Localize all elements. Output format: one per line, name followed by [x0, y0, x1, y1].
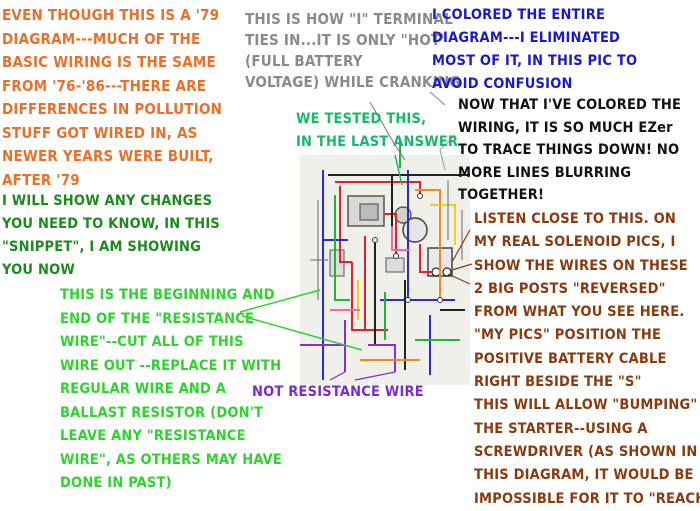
purple-annotation: NOT RESISTANCE WIRE — [252, 382, 424, 402]
annotation-line: AFTER '79 — [2, 170, 80, 189]
annotation-line: AVOID CONFUSION — [432, 76, 573, 92]
annotation-line: VOLTAGE) WHILE CRANKING — [245, 73, 461, 91]
blue-annotation: I COLORED THE ENTIRE DIAGRAM---I ELIMINAT… — [432, 4, 637, 96]
purple-wires — [300, 320, 396, 372]
purple-pointer-lines — [329, 371, 396, 381]
annotation-line: REGULAR WIRE AND A — [60, 381, 227, 397]
annotation-line: FROM WHAT YOU SEE HERE. — [474, 304, 685, 321]
green-wires — [334, 140, 460, 341]
annotation-line: NOW THAT I'VE COLORED THE — [458, 97, 682, 113]
annotation-line: 2 BIG POSTS "REVERSED" — [474, 280, 666, 297]
annotation-line: SCREWDRIVER (AS SHOWN IN — [474, 443, 698, 460]
black-annotation: NOW THAT I'VE COLORED THE WIRING, IT IS S… — [458, 94, 681, 207]
annotation-line: END OF THE "RESISTANCE — [60, 310, 255, 327]
annotation-line: DONE IN PAST) — [60, 475, 172, 491]
dark-green-annotation: I WILL SHOW ANY CHANGES YOU NEED TO KNOW,… — [2, 190, 220, 282]
connector-dots — [372, 193, 443, 303]
annotation-line: BASIC WIRING IS THE SAME — [2, 53, 216, 71]
annotation-line: LISTEN CLOSE TO THIS. ON — [474, 211, 677, 227]
teal-pointer-line — [394, 154, 403, 186]
teal-annotation: WE TESTED THIS, IN THE LAST ANSWER — [296, 108, 458, 154]
gray-detail-lines — [310, 180, 463, 300]
gray-pointer-line — [369, 101, 406, 161]
annotation-line: IMPOSSIBLE FOR IT TO "REACH") — [474, 490, 700, 507]
annotation-line: MOST OF IT, IN THIS PIC TO — [432, 53, 638, 69]
orange-wires — [360, 189, 441, 361]
annotation-line: WIRE", AS OTHERS MAY HAVE — [60, 451, 283, 468]
light-green-annotation: THIS IS THE BEGINNING AND END OF THE "RES… — [60, 284, 282, 496]
black-pointer-line — [439, 134, 456, 171]
annotation-line: MY REAL SOLENOID PICS, I — [474, 234, 676, 251]
brown-annotation: LISTEN CLOSE TO THIS. ON MY REAL SOLENOID… — [474, 208, 700, 511]
solenoid-post-1 — [431, 267, 441, 277]
fuse-panel-component — [385, 257, 405, 273]
annotation-line: YOU NOW — [2, 262, 75, 278]
annotation-line: WIRING, IT IS SO MUCH EZer — [458, 119, 673, 136]
annotation-line: I WILL SHOW ANY CHANGES — [2, 193, 213, 209]
annotation-line: POSITIVE BATTERY CABLE — [474, 350, 667, 367]
annotation-line: TOGETHER! — [458, 187, 545, 203]
annotation-line: FROM '76-'86---THERE ARE — [2, 76, 207, 95]
annotation-line: YOU NEED TO KNOW, IN THIS — [2, 216, 220, 232]
brown-pointer-lines — [447, 229, 473, 285]
red-wires — [335, 181, 432, 331]
blue-pointer-line — [429, 91, 446, 106]
annotation-line: DIFFERENCES IN POLLUTION — [2, 100, 223, 118]
annotation-line: BALLAST RESISTOR (DON'T — [60, 404, 264, 421]
annotation-line: I COLORED THE ENTIRE — [432, 7, 606, 23]
annotation-line: SHOW THE WIRES ON THESE — [474, 257, 688, 274]
annotation-line: NOT RESISTANCE WIRE — [252, 384, 424, 400]
annotation-line: MORE LINES BLURRING — [458, 164, 632, 181]
annotation-line: TIES IN...IT IS ONLY "HOT" — [245, 31, 448, 49]
annotation-line: DIAGRAM---I ELIMINATED — [432, 30, 621, 46]
annotation-line: STUFF GOT WIRED IN, AS — [2, 123, 198, 142]
annotation-line: NEWER YEARS WERE BUILT, — [2, 147, 214, 165]
annotation-line: "MY PICS" POSITION THE — [474, 327, 662, 344]
annotation-line: THIS IS THE BEGINNING AND — [60, 287, 275, 303]
pink-wires — [330, 226, 410, 311]
annotation-line: IN THE LAST ANSWER — [296, 134, 459, 150]
green-pointer-lines — [239, 289, 363, 351]
annotation-line: DIAGRAM---MUCH OF THE — [2, 29, 201, 48]
annotation-line: TO TRACE THINGS DOWN! NO — [458, 142, 680, 158]
annotation-line: "SNIPPET", I AM SHOWING — [2, 239, 202, 255]
annotation-line: WE TESTED THIS, — [296, 111, 427, 127]
annotation-line: EVEN THOUGH THIS IS A '79 — [2, 6, 220, 24]
alternator-block-component — [359, 203, 379, 221]
yellow-wires — [357, 204, 456, 320]
annotation-line: LEAVE ANY "RESISTANCE — [60, 428, 246, 444]
annotation-line: THE STARTER--USING A — [474, 420, 648, 437]
annotation-line: WIRE OUT --REPLACE IT WITH — [60, 357, 282, 374]
gray-annotation: THIS IS HOW "I" TERMINAL TIES IN...IT IS … — [245, 9, 461, 93]
annotation-line: THIS DIAGRAM, IT WOULD BE — [474, 467, 694, 484]
annotation-line: WIRE"--CUT ALL OF THIS — [60, 334, 244, 350]
annotation-line: (FULL BATTERY — [245, 52, 363, 70]
annotation-line: RIGHT BESIDE THE "S" — [474, 374, 642, 391]
annotation-line: THIS WILL ALLOW "BUMPING" — [474, 397, 698, 414]
annotation-line: THIS IS HOW "I" TERMINAL — [245, 10, 453, 28]
